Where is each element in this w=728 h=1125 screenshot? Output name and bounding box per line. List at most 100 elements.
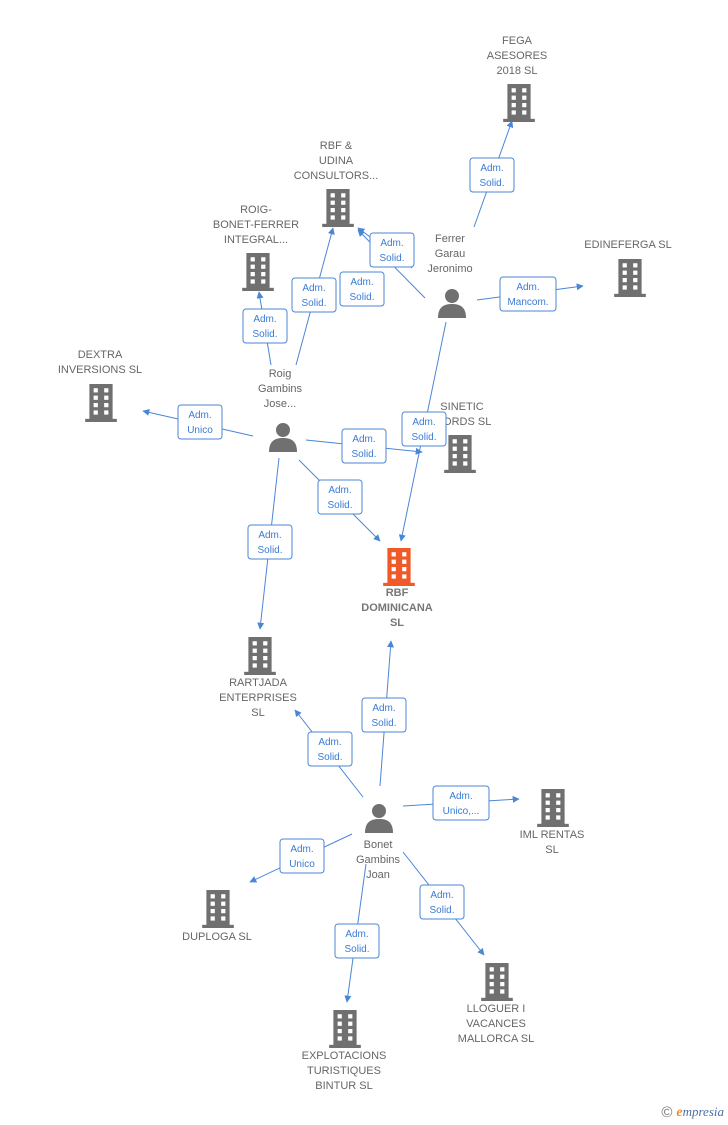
node-label-line: SL <box>390 617 404 629</box>
node-roigbonet[interactable]: ROIG-BONET-FERRERINTEGRAL... <box>213 204 299 291</box>
building-icon <box>329 1010 361 1048</box>
person-icon <box>269 423 297 452</box>
edge-label-line: Adm. <box>350 277 373 288</box>
building-icon <box>503 84 535 122</box>
edge-label-roig-rartjada[interactable]: Adm.Solid. <box>247 524 293 560</box>
edge-label-line: Adm. <box>430 890 453 901</box>
edge-label-ferrer-rbfdom[interactable]: Adm.Solid. <box>401 411 447 447</box>
edge-label-line: Adm. <box>480 163 503 174</box>
edge-label-line: Solid. <box>479 178 504 189</box>
edge-label-line: Solid. <box>327 500 352 511</box>
node-label-line: EDINEFERGA SL <box>584 239 671 251</box>
edge-label-ferrer-rbfudina[interactable]: Adm.Solid. <box>369 232 415 268</box>
empresia-brand[interactable]: © empresia <box>661 1104 724 1121</box>
edge-label-line: Adm. <box>328 485 351 496</box>
copyright-icon: © <box>661 1104 673 1121</box>
node-duploga[interactable]: DUPLOGA SL <box>182 890 252 943</box>
node-label-line: IML RENTAS <box>520 829 585 841</box>
node-label-line: UDINA <box>319 155 354 167</box>
person-icon <box>365 804 393 833</box>
edge-label-line: Adm. <box>449 791 472 802</box>
edge-label-line: Unico <box>289 859 315 870</box>
node-label-line: LLOGUER I <box>467 1003 526 1015</box>
node-label-line: Ferrer <box>435 233 465 245</box>
edge-label-box <box>341 428 387 464</box>
node-dextra[interactable]: DEXTRA INVERSIONS SL <box>58 349 142 422</box>
edge-label-ferrer-edineferga[interactable]: Adm. Mancom. <box>499 276 557 312</box>
brand-logo: empresia <box>676 1104 724 1120</box>
edge-label-bonet-rartjada[interactable]: Adm.Solid. <box>307 731 353 767</box>
edge-label-line: Solid. <box>252 329 277 340</box>
edge-label-ferrer-fega[interactable]: Adm. Solid. <box>469 157 515 193</box>
edge-label-roig-rbfdom[interactable]: Adm. Solid. <box>317 479 363 515</box>
edge-label-box <box>401 411 447 447</box>
building-icon <box>202 890 234 928</box>
edge-label-line: Solid. <box>351 449 376 460</box>
building-icon <box>244 637 276 675</box>
node-label-line: INVERSIONS SL <box>58 364 142 376</box>
edge-label-roig-roigbonet[interactable]: Adm. Solid. <box>242 308 288 344</box>
edge-label-line: Adm. <box>345 929 368 940</box>
node-label-line: SL <box>251 707 264 719</box>
node-edineferga[interactable]: EDINEFERGA SL <box>584 239 672 297</box>
node-label-line: DEXTRA <box>78 349 123 361</box>
edge-label-roig-sinetic[interactable]: Adm. Solid. <box>341 428 387 464</box>
edge-label-box <box>469 157 515 193</box>
node-label-line: Garau <box>435 248 466 260</box>
node-label-line: Roig <box>269 368 292 380</box>
edge-label-box <box>499 276 557 312</box>
edge-label-line: Adm. <box>380 238 403 249</box>
building-icon <box>85 384 117 422</box>
edge-label-bonet-duploga[interactable]: Adm. Unico <box>279 838 325 874</box>
node-label-line: 2018 SL <box>497 65 538 77</box>
edge-label-box <box>177 404 223 440</box>
edge-label-ferrer-roigbonet[interactable]: Adm.Solid. <box>339 271 385 307</box>
building-icon <box>481 963 513 1001</box>
building-icon <box>322 189 354 227</box>
node-label-line: TURISTIQUES <box>307 1065 381 1077</box>
node-label-line: Bonet <box>364 839 393 851</box>
node-label-line: EXPLOTACIONS <box>302 1050 387 1062</box>
node-roig[interactable]: RoigGambinsJose... <box>258 368 303 452</box>
edge-label-line: Adm. <box>290 844 313 855</box>
edge-label-box <box>307 731 353 767</box>
edge-label-line: Adm. <box>412 417 435 428</box>
node-rbfudina[interactable]: RBF &UDINACONSULTORS... <box>294 140 379 227</box>
node-label-line: DOMINICANA <box>361 602 433 614</box>
edge-label-line: Adm. <box>352 434 375 445</box>
edge-label-box <box>317 479 363 515</box>
edge-label-bonet-bintur[interactable]: Adm.Solid. <box>334 923 380 959</box>
edge-label-bonet-rbfdom[interactable]: Adm.Solid. <box>361 697 407 733</box>
edge-label-box <box>242 308 288 344</box>
building-icon <box>614 259 646 297</box>
edge-label-roig-dextra[interactable]: Adm.Unico <box>177 404 223 440</box>
person-icon <box>438 289 466 318</box>
edge-label-box <box>432 785 490 821</box>
edge-label-box <box>334 923 380 959</box>
edge-label-line: Mancom. <box>507 297 548 308</box>
edge-label-box <box>361 697 407 733</box>
node-label-line: MALLORCA SL <box>458 1033 534 1045</box>
edge-label-line: Adm. <box>253 314 276 325</box>
edge-label-box <box>419 884 465 920</box>
node-label-line: DUPLOGA SL <box>182 931 252 943</box>
node-label-line: CONSULTORS... <box>294 170 379 182</box>
edge-label-line: Solid. <box>371 718 396 729</box>
edge-label-bonet-lloguer[interactable]: Adm.Solid. <box>419 884 465 920</box>
edge-label-bonet-iml[interactable]: Adm.Unico,... <box>432 785 490 821</box>
node-label-line: BINTUR SL <box>315 1080 372 1092</box>
node-label-line: RARTJADA <box>229 677 288 689</box>
edge-label-roig-rbfudina[interactable]: Adm.Solid. <box>291 277 337 313</box>
node-label-line: INTEGRAL... <box>224 234 288 246</box>
node-bintur[interactable]: EXPLOTACIONS TURISTIQUES BINTUR SL <box>302 1010 387 1092</box>
edge-label-line: Adm. <box>516 282 539 293</box>
